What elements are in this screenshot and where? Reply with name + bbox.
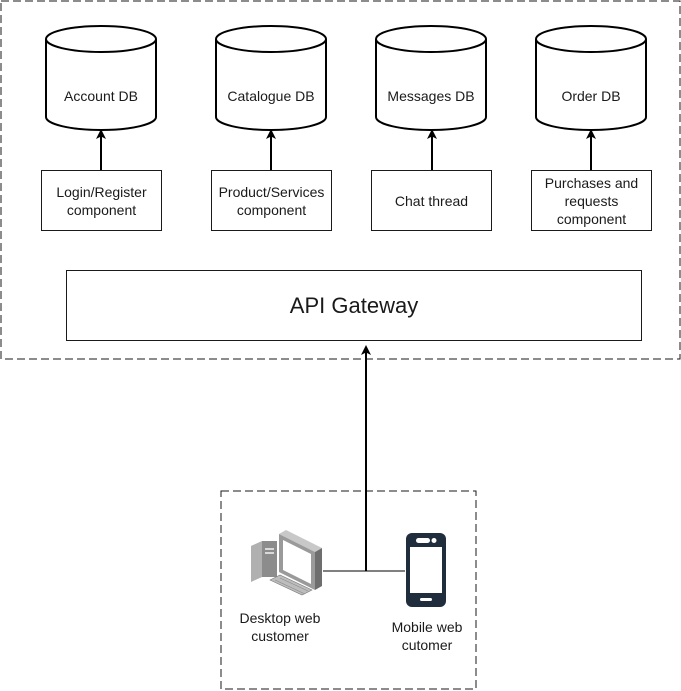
database-cylinder-catalogue <box>215 25 327 131</box>
database-cylinder-account <box>45 25 157 131</box>
database-cylinder-order <box>535 25 647 131</box>
component-purchases-requests: Purchases and requests component <box>531 170 652 231</box>
client-boundary <box>220 490 477 690</box>
mobile-customer-label: Mobile web cutomer <box>391 619 463 653</box>
database-label-catalogue: Catalogue DB <box>227 88 315 104</box>
backend-boundary <box>0 0 681 360</box>
api-gateway-box: API Gateway <box>66 270 642 341</box>
database-label-account: Account DB <box>64 88 138 104</box>
database-label-order: Order DB <box>561 88 621 104</box>
database-cylinder-messages <box>375 25 487 131</box>
component-login-register: Login/Register component <box>41 170 162 231</box>
database-label-messages: Messages DB <box>387 88 475 104</box>
desktop-customer-label: Desktop web customer <box>239 610 321 644</box>
component-chat-thread: Chat thread <box>371 170 492 231</box>
component-product-services: Product/Services component <box>211 170 332 231</box>
desktop-computer-icon <box>251 530 322 596</box>
mobile-phone-icon <box>406 533 446 607</box>
